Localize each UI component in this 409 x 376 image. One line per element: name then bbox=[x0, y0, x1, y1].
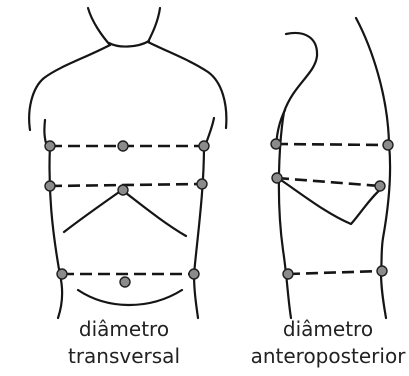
side-lower-front-marker bbox=[377, 266, 387, 276]
right-shoulder-outline bbox=[148, 42, 226, 128]
front-lower-center-marker bbox=[120, 277, 130, 287]
collar-curve bbox=[109, 41, 149, 47]
side-torso-figure bbox=[271, 18, 393, 318]
neck-right-line bbox=[148, 8, 160, 42]
front-middle-center-marker bbox=[118, 185, 128, 195]
side-lower-back-marker bbox=[283, 269, 293, 279]
front-lower-right-marker bbox=[189, 269, 199, 279]
front-upper-left-marker bbox=[45, 141, 55, 151]
right-body-side bbox=[194, 146, 204, 318]
left-shoulder-outline bbox=[29, 45, 110, 130]
neck-left-line bbox=[88, 8, 110, 45]
side-middle-front-marker bbox=[375, 181, 385, 191]
front-middle-right-marker bbox=[197, 179, 207, 189]
left-body-side bbox=[49, 145, 62, 318]
middle-anteroposterior-line bbox=[277, 178, 380, 186]
rib-cage-curve bbox=[64, 190, 186, 236]
upper-anteroposterior-line bbox=[276, 144, 388, 145]
lower-anteroposterior-line bbox=[288, 271, 382, 274]
front-lower-left-marker bbox=[57, 269, 67, 279]
front-upper-right-marker bbox=[199, 141, 209, 151]
abdomen-curve bbox=[78, 290, 182, 305]
anteroposterior-caption: diâmetro anteroposterior bbox=[248, 316, 408, 370]
anteroposterior-caption-line1: diâmetro bbox=[248, 316, 408, 343]
anteroposterior-caption-line2: anteroposterior bbox=[248, 343, 408, 370]
front-upper-center-marker bbox=[118, 141, 128, 151]
side-upper-back-marker bbox=[271, 139, 281, 149]
front-torso-figure bbox=[29, 8, 226, 318]
transverse-caption-line1: diâmetro bbox=[44, 316, 204, 343]
transverse-caption-line2: transversal bbox=[44, 343, 204, 370]
side-upper-front-marker bbox=[383, 140, 393, 150]
front-middle-left-marker bbox=[45, 181, 55, 191]
transverse-caption: diâmetro transversal bbox=[44, 316, 204, 370]
side-middle-back-marker bbox=[272, 173, 282, 183]
side-rib-curve bbox=[278, 178, 382, 224]
